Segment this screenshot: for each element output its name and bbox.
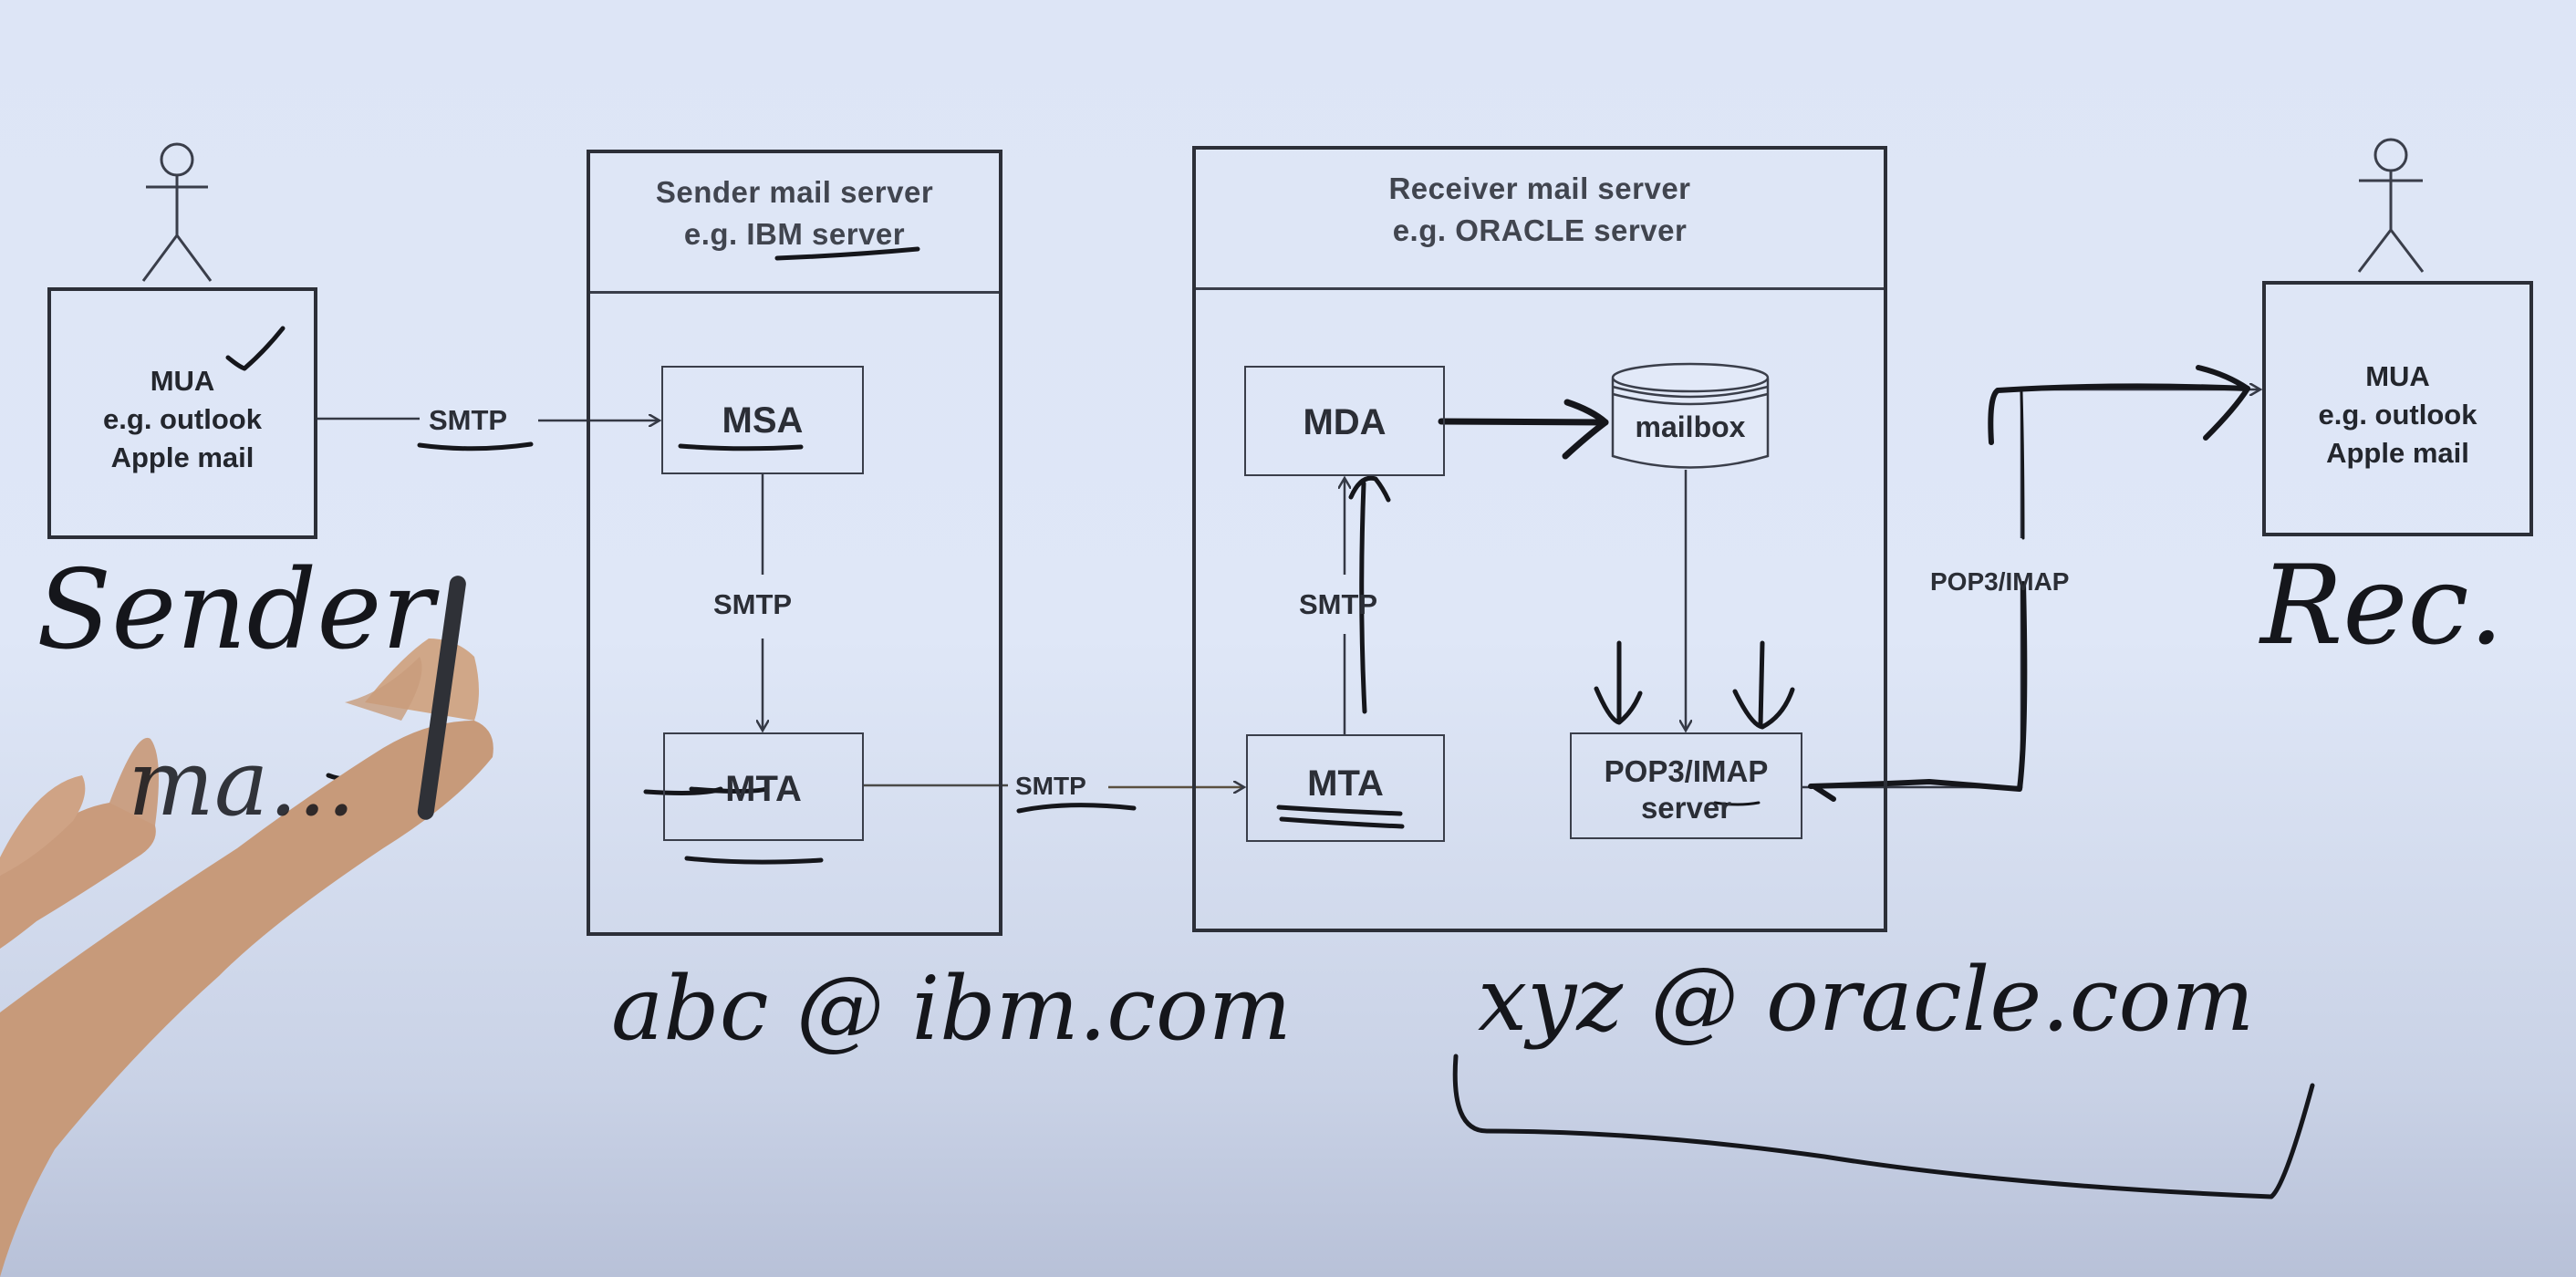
handwritten-sender: Sender <box>36 547 434 674</box>
receiver-mta-box: MTA <box>1246 734 1445 842</box>
pop-imap-label-2: server <box>1640 791 1732 825</box>
mda-label: MDA <box>1303 402 1387 442</box>
handwritten-sender-2: ma... <box>128 730 356 836</box>
sender-actor-icon <box>141 142 213 282</box>
sender-mail-server: Sender mail server e.g. IBM server <box>587 150 1002 936</box>
checkmark-icon <box>225 326 286 371</box>
receiver-mua-box: MUA e.g. outlook Apple mail <box>2262 281 2533 536</box>
sender-mua-example-2: Apple mail <box>110 441 254 473</box>
presenter-arms <box>0 576 493 1277</box>
sender-server-title: Sender mail server <box>655 175 934 209</box>
edge-label-mta-mta: SMTP <box>1015 772 1086 800</box>
edge-pop-to-mua-arrow <box>2020 389 2260 538</box>
msa-box: MSA <box>661 366 864 474</box>
handwritten-sender-address: abc @ ibm.com <box>611 958 1292 1060</box>
handwritten-rec: Rec. <box>2260 543 2504 670</box>
mailbox-label: mailbox <box>1635 410 1746 443</box>
sender-mua-box: MUA e.g. outlook Apple mail <box>47 287 317 539</box>
pop-imap-label: POP3/IMAP <box>1604 754 1769 788</box>
handwritten-annotations <box>225 246 2315 1199</box>
sender-mta-box: MTA <box>663 732 864 841</box>
receiver-server-title: Receiver mail server <box>1388 171 1691 205</box>
receiver-actor-icon <box>2357 138 2425 273</box>
receiver-mta-label: MTA <box>1307 763 1384 804</box>
handwritten-receiver-address: xyz @ oracle.com <box>1478 949 2255 1051</box>
sender-server-subtitle: e.g. IBM server <box>683 217 906 251</box>
sender-mta-label: MTA <box>725 769 802 809</box>
receiver-mua-title: MUA <box>2365 360 2430 392</box>
receiver-mua-example: e.g. outlook <box>2318 399 2477 431</box>
edge-label-pop-mua: POP3/IMAP <box>1930 567 2070 596</box>
receiver-mail-server: Receiver mail server e.g. ORACLE server <box>1192 146 1887 932</box>
edge-label-mta-mda: SMTP <box>1299 588 1378 620</box>
sender-mua-example: e.g. outlook <box>103 403 262 435</box>
sender-mua-title: MUA <box>150 365 215 397</box>
msa-label: MSA <box>722 400 804 441</box>
receiver-server-subtitle: e.g. ORACLE server <box>1392 213 1688 247</box>
receiver-server-divider <box>1196 287 1884 290</box>
mailbox-icon <box>1611 362 1770 469</box>
edge-label-mua-msa: SMTP <box>429 404 508 436</box>
edge-label-msa-mta: SMTP <box>713 588 793 620</box>
mda-box: MDA <box>1244 366 1445 476</box>
sender-server-divider <box>590 291 999 294</box>
pop-imap-server-box: POP3/IMAP server <box>1570 732 1802 839</box>
receiver-mua-example-2: Apple mail <box>2326 437 2469 469</box>
